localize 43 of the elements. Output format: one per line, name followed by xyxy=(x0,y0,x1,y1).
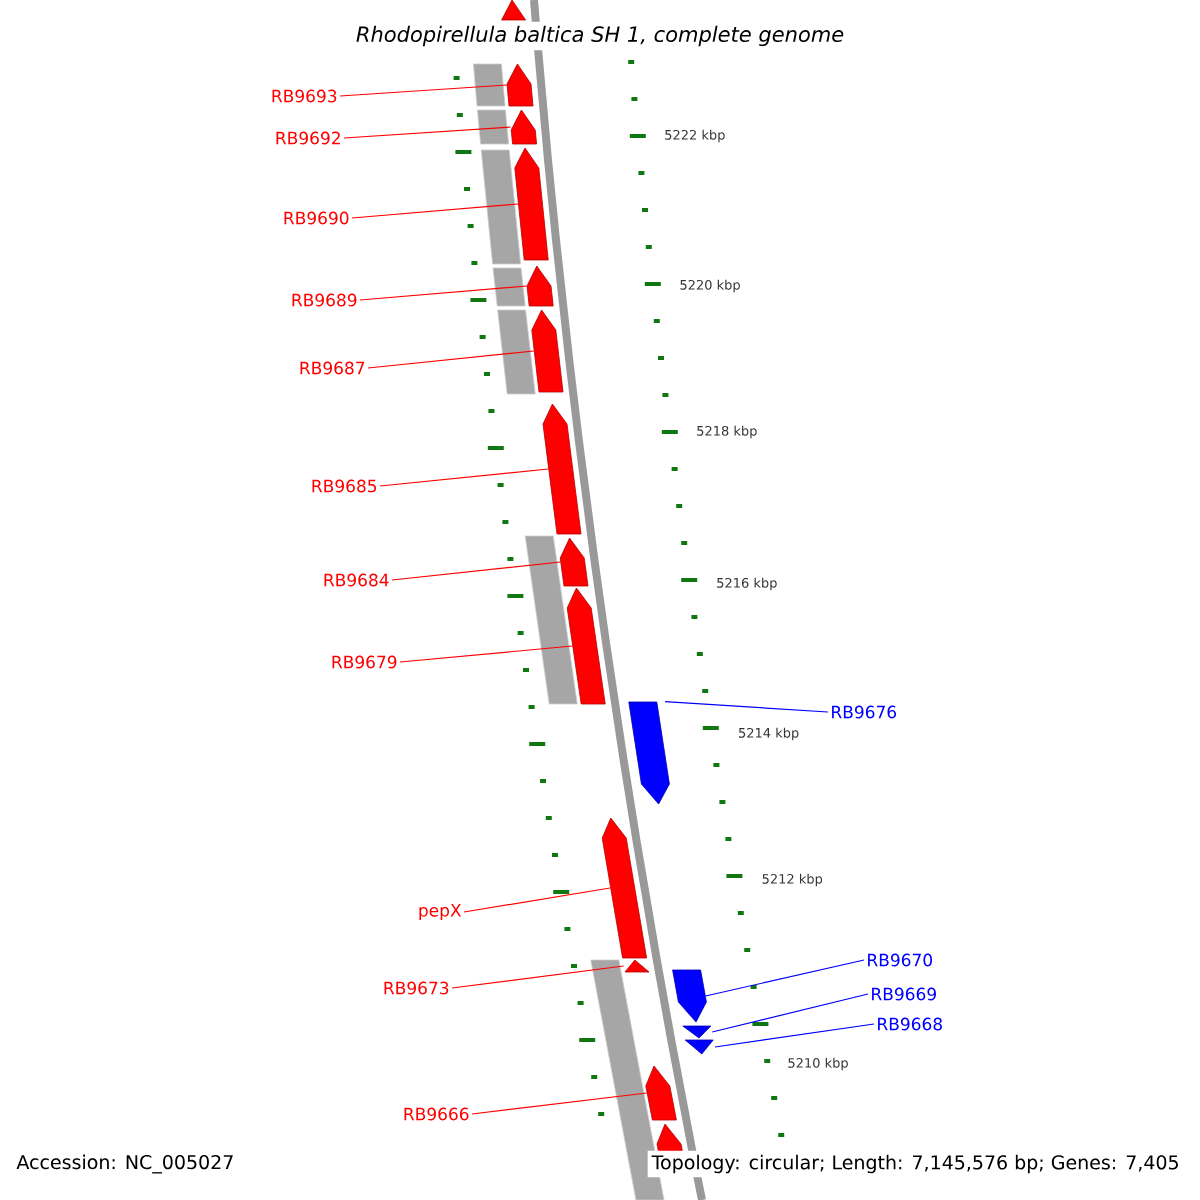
gene-label: RB9690 xyxy=(284,211,349,225)
leader-line xyxy=(351,203,519,219)
gene-feature xyxy=(510,109,537,145)
gene-label: RB9684 xyxy=(324,573,389,587)
gene-label: RB9668 xyxy=(878,1017,942,1031)
leader-line xyxy=(339,84,508,97)
gene-label: RB9666 xyxy=(404,1107,469,1121)
gene-feature xyxy=(501,0,526,21)
gene-label: RB9693 xyxy=(272,89,337,103)
gene-label: RB9679 xyxy=(332,655,397,669)
leader-line xyxy=(399,645,573,663)
gene-feature xyxy=(656,1123,683,1153)
gene-feature xyxy=(628,701,670,805)
leader-line xyxy=(343,126,512,139)
gene-feature xyxy=(506,63,534,107)
leader-line xyxy=(463,887,611,913)
gene-feature xyxy=(624,959,650,973)
gene-label: RB9692 xyxy=(276,131,340,145)
leader-line xyxy=(711,993,869,1033)
gene-label: RB9687 xyxy=(300,361,365,375)
leader-line xyxy=(391,561,561,581)
leader-line xyxy=(471,1092,648,1115)
accession-text: Accession: NC_005027 xyxy=(12,1150,239,1178)
title: Rhodopirellula baltica SH 1, complete genome xyxy=(351,21,849,51)
gene-label: RB9669 xyxy=(872,987,936,1001)
genome-info-text: Topology: circular; Length: 7,145,576 bp; Genes: 7,405 xyxy=(647,1150,1184,1178)
leader-line xyxy=(359,285,528,301)
gene-label: RB9676 xyxy=(832,705,897,719)
leader-line xyxy=(664,701,829,713)
gene-feature xyxy=(684,1039,714,1055)
leader-line xyxy=(379,468,549,487)
leader-line xyxy=(451,965,625,989)
gene-feature xyxy=(526,265,554,307)
gene-label: RB9673 xyxy=(384,981,449,995)
gene-feature xyxy=(559,537,589,587)
gene-feature xyxy=(682,1025,712,1039)
gene-label: RB9685 xyxy=(312,479,377,493)
leader-line xyxy=(714,1023,875,1048)
gene-label: pepX xyxy=(419,904,462,920)
leader-line xyxy=(705,959,865,997)
leader-line xyxy=(367,350,535,369)
gene-label: RB9689 xyxy=(292,293,357,307)
gene-label: RB9670 xyxy=(868,953,932,967)
